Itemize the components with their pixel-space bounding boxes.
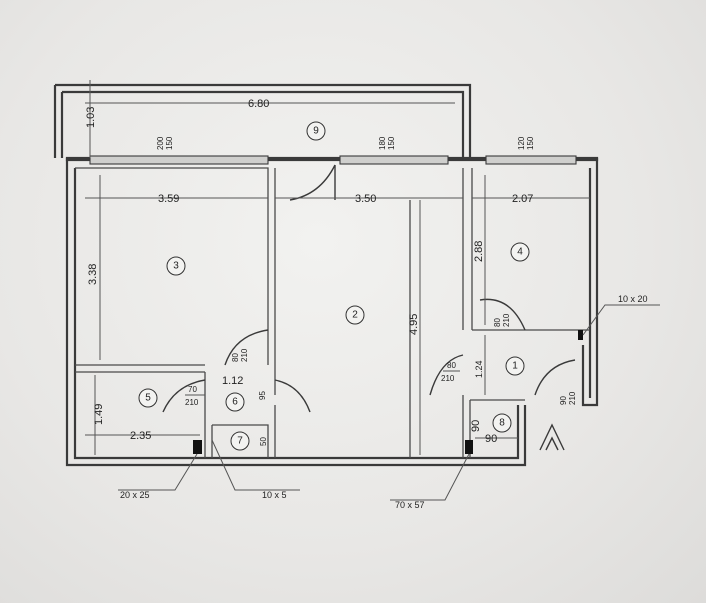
room-9-label: 9: [313, 126, 319, 137]
door1-b: 210: [441, 374, 455, 383]
win1-b: 150: [165, 136, 174, 150]
note-duct3: 10 x 5: [262, 490, 287, 500]
dimension-lines: [85, 80, 590, 455]
dim-room5-depth: 1.49: [93, 404, 105, 425]
room-5-marker: [138, 388, 158, 408]
door3-b: 210: [240, 348, 249, 362]
note-duct1: 10 x 20: [618, 294, 648, 304]
room-6-label: 6: [232, 397, 238, 408]
room-8-label: 8: [499, 418, 505, 429]
room-4-label: 4: [517, 247, 523, 258]
room-7-marker: [230, 431, 250, 451]
dim-room2-depth: 4.95: [408, 314, 420, 335]
dim-small-h: 90: [470, 420, 482, 432]
dim-wc: 50: [259, 437, 268, 446]
win2-a: 180: [378, 136, 387, 150]
dim-room2-width: 3.50: [355, 193, 376, 205]
dim-hall-width: 1.12: [222, 375, 243, 387]
room-2-marker: [345, 305, 365, 325]
door4-b: 210: [502, 313, 511, 327]
win3-b: 150: [526, 136, 535, 150]
room-2-label: 2: [352, 310, 358, 321]
room-1-label: 1: [512, 361, 518, 372]
door-entry-b: 210: [568, 391, 577, 405]
room-4-marker: [510, 242, 530, 262]
outer-walls: [65, 156, 599, 467]
room-5-label: 5: [145, 393, 151, 404]
dim-top-width: 6.80: [248, 98, 269, 110]
room-9-marker: [306, 121, 326, 141]
balcony-walls: [53, 83, 472, 158]
room-6-marker: [225, 392, 245, 412]
door-entry-a: 90: [559, 396, 568, 405]
win3-a: 120: [517, 136, 526, 150]
dim-room5-width: 2.35: [130, 430, 151, 442]
dim-room3-depth: 3.38: [87, 264, 99, 285]
room-8-marker: [492, 413, 512, 433]
window-room4: [485, 155, 577, 165]
room-3-label: 3: [173, 261, 179, 272]
dim-room4-width: 2.07: [512, 193, 533, 205]
duct-10x20: [578, 330, 583, 340]
ducts: [193, 330, 583, 454]
door3-a: 80: [231, 353, 240, 362]
door6-a: 70: [188, 385, 197, 394]
door1-a: 80: [447, 361, 456, 370]
note-duct2: 20 x 25: [120, 490, 150, 500]
room-1-marker: [505, 356, 525, 376]
north-arrow: [539, 423, 565, 451]
note-duct4: 70 x 57: [395, 500, 425, 510]
window-room3: [89, 155, 269, 165]
door4-a: 80: [493, 318, 502, 327]
doors: [162, 164, 576, 413]
room-3-marker: [166, 256, 186, 276]
win2-b: 150: [387, 136, 396, 150]
dim-room4-depth: 2.88: [473, 241, 485, 262]
dim-top-depth: 1.03: [85, 107, 97, 128]
duct-70x57: [465, 440, 473, 454]
win1-a: 200: [156, 136, 165, 150]
interior-walls: [75, 167, 590, 458]
door6-b: 210: [185, 398, 199, 407]
dim-bath-door: 95: [258, 391, 267, 400]
dim-small-w: 90: [485, 433, 497, 445]
leader-lines: [118, 304, 660, 501]
room-markers: 1 2 3 4 5 6 7 8 9: [138, 121, 530, 451]
dim-room3-width: 3.59: [158, 193, 179, 205]
room-7-label: 7: [237, 436, 243, 447]
windows: [89, 155, 577, 165]
duct-20x25: [193, 440, 202, 454]
dim-room1-depth: 1.24: [474, 360, 484, 378]
window-room2: [339, 155, 449, 165]
